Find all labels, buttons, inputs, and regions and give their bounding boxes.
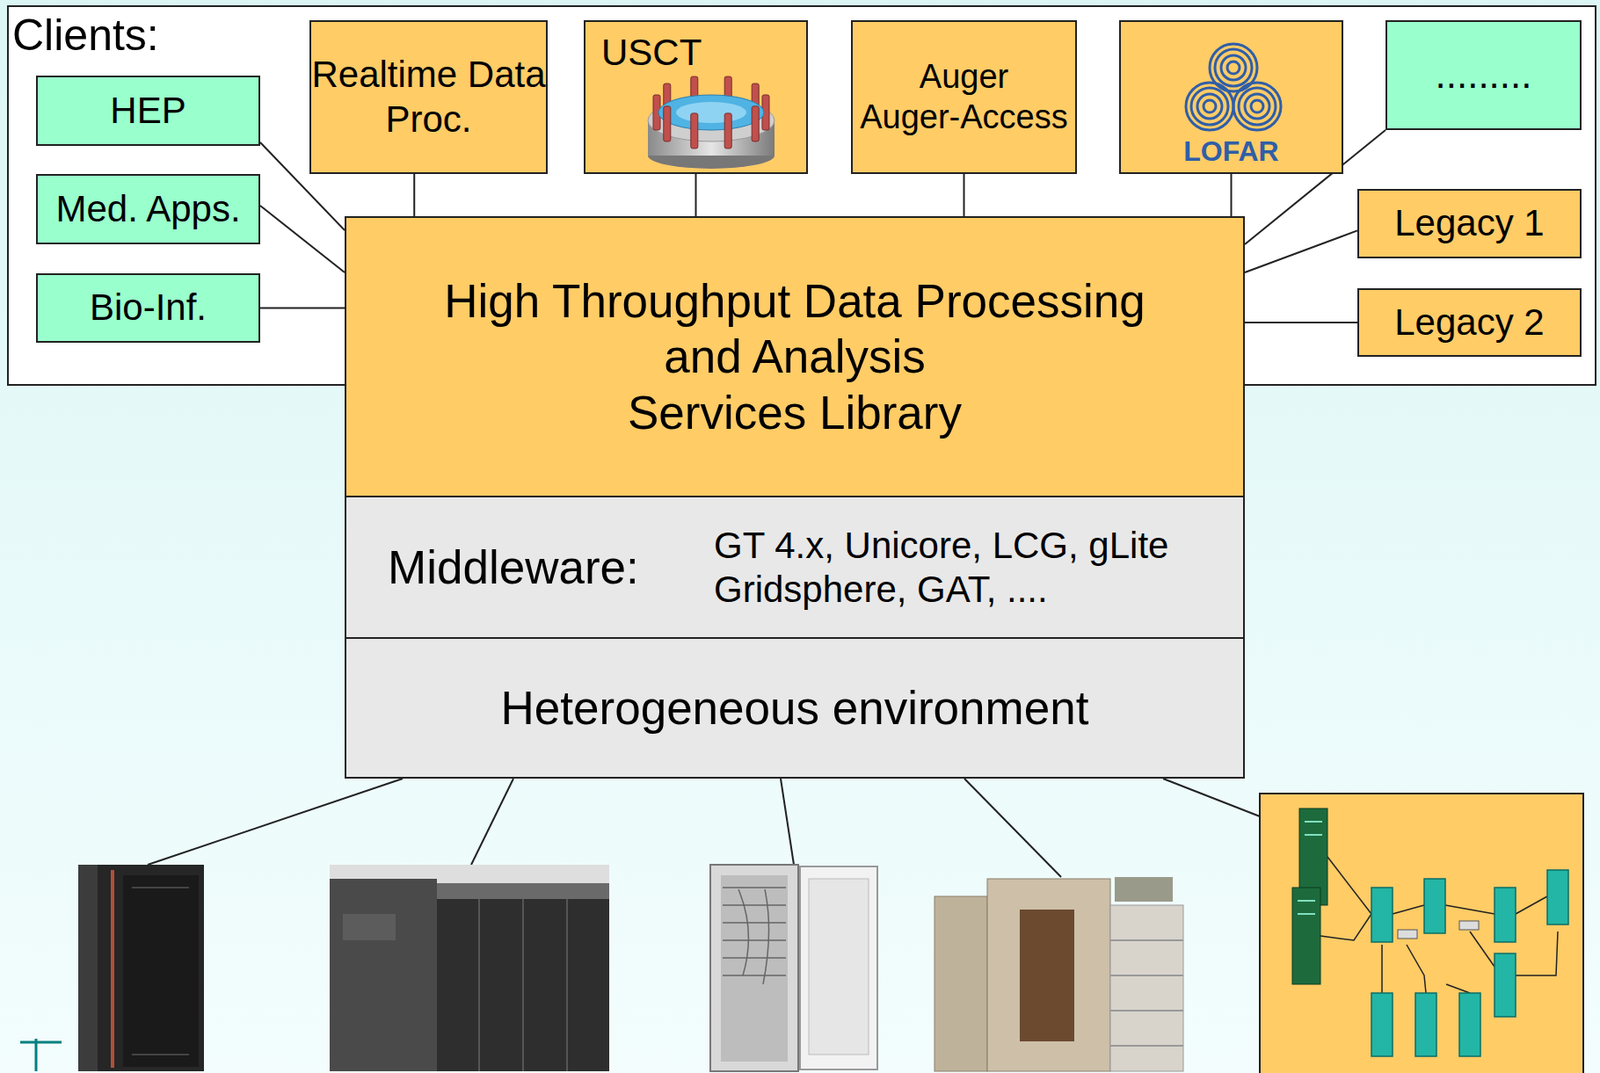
node-label: HEP xyxy=(109,88,186,133)
tape-library xyxy=(934,877,1184,1072)
node-label: Services Library xyxy=(627,385,962,442)
client-box: Bio-Inf. xyxy=(36,273,261,343)
network-cluster-panel xyxy=(1259,793,1584,1073)
corner-logo xyxy=(20,1039,62,1072)
node-label: Middleware: xyxy=(387,539,640,597)
node-label: Clients: xyxy=(12,8,160,62)
client-box: Realtime Data Proc. xyxy=(309,20,548,175)
node-label: Realtime Data Proc. xyxy=(311,52,546,142)
connector-line xyxy=(963,174,966,217)
node-label: GT 4.x, Unicore, LCG, gLite Gridsphere, … xyxy=(713,523,1207,612)
node-label: Heterogeneous environment xyxy=(501,680,1090,737)
sun-cluster xyxy=(329,865,610,1072)
node-label: USCT xyxy=(601,30,702,75)
node-label: Med. Apps. xyxy=(55,187,240,232)
connector-line xyxy=(1244,321,1358,324)
client-box: ......... xyxy=(1385,20,1582,131)
client-box: Legacy 1 xyxy=(1357,189,1582,259)
client-box: USCT xyxy=(583,20,808,175)
environment-band: Heterogeneous environment xyxy=(344,637,1245,779)
node-label: Legacy 1 xyxy=(1394,201,1544,246)
server-rack xyxy=(710,865,878,1072)
hardware-leader-lines xyxy=(147,778,1260,878)
connector-line xyxy=(260,205,345,273)
client-box: AugerAuger-Access xyxy=(850,20,1077,175)
node-label: ......... xyxy=(1434,51,1532,99)
connector-line xyxy=(260,307,345,310)
node-label: Auger-Access xyxy=(859,97,1069,139)
services-library-box: High Throughput Data Processing and Anal… xyxy=(344,216,1245,498)
node-label: Auger xyxy=(919,57,1009,98)
client-box: HEP xyxy=(36,75,261,146)
node-label: Bio-Inf. xyxy=(89,285,207,330)
connector-line xyxy=(1230,174,1233,217)
client-box: LOFAR xyxy=(1119,20,1344,175)
node-label: LOFAR xyxy=(1120,134,1342,168)
client-box: Legacy 2 xyxy=(1357,288,1582,357)
connector-line xyxy=(413,174,415,217)
connector-line xyxy=(1244,230,1358,273)
node-label: High Throughput Data Processing and Anal… xyxy=(421,273,1169,386)
client-box: Med. Apps. xyxy=(36,174,261,245)
node-label: Legacy 2 xyxy=(1394,300,1544,345)
ibm-tower xyxy=(78,865,204,1072)
connector-line xyxy=(695,174,698,217)
middleware-band: Middleware: GT 4.x, Unicore, LCG, gLite G… xyxy=(344,495,1245,640)
